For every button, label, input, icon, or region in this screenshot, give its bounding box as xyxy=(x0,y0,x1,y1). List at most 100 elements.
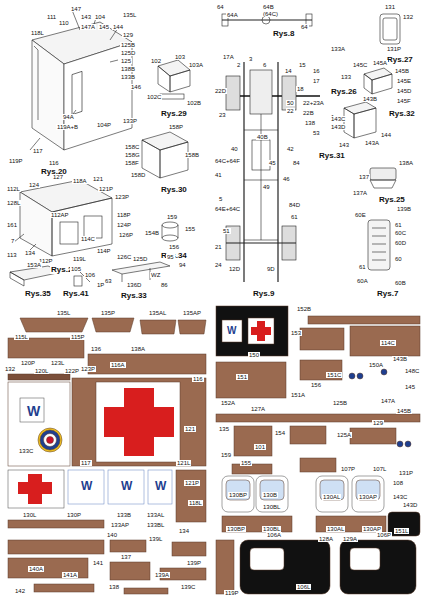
callout-number: 110 xyxy=(58,20,70,26)
figure-label: Rys.25 xyxy=(378,196,406,204)
callout-number: 94A xyxy=(62,114,75,120)
seat-assembly xyxy=(158,60,190,99)
callout-number: 112AP xyxy=(50,212,70,218)
figure-label: Rys.27 xyxy=(386,56,414,64)
callout-number: 143D xyxy=(330,124,346,130)
callout-number: 130AL xyxy=(322,494,341,500)
callout-number: 130BP xyxy=(228,492,248,498)
callout-number: 147A xyxy=(80,24,96,30)
callout-number: 12D xyxy=(228,266,241,272)
cylinder-part xyxy=(162,222,178,241)
lamp-part xyxy=(370,168,396,188)
chassis-frame xyxy=(226,62,320,282)
callout-number: 114C xyxy=(80,236,96,242)
callout-number: 143D xyxy=(402,502,418,508)
callout-number: 148C xyxy=(404,368,420,374)
callout-number: 104P xyxy=(96,122,112,128)
callout-number: 137A xyxy=(352,190,368,196)
callout-number: 103A xyxy=(188,62,204,68)
callout-number: 132 xyxy=(402,14,414,20)
callout-number: 50 xyxy=(286,100,295,106)
figure-label: Rys.33 xyxy=(120,292,148,300)
callout-number: 140A xyxy=(28,566,44,572)
figure-label: Rys.29 xyxy=(160,110,188,118)
callout-number: 130B xyxy=(262,492,278,498)
callout-number: 42 xyxy=(286,146,295,152)
callout-number: 64A xyxy=(226,12,239,18)
callout-number: 151L xyxy=(394,528,409,534)
callout-number: 119A+B xyxy=(56,124,79,130)
callout-number: 159 xyxy=(220,452,232,458)
callout-number: 106P xyxy=(376,532,392,538)
callout-number: 119L xyxy=(72,256,87,262)
callout-number: 145A xyxy=(372,60,388,66)
callout-number: 119P xyxy=(224,590,240,596)
figure-label: Rys.8 xyxy=(272,30,295,38)
callout-number: 144 xyxy=(112,24,124,30)
callout-number: 115L xyxy=(14,334,29,340)
callout-number: 22 xyxy=(286,108,295,114)
callout-number: 135L xyxy=(122,12,137,18)
callout-number: 107L xyxy=(372,466,387,472)
callout-number: 136D xyxy=(126,282,142,288)
callout-number: 138A xyxy=(130,346,146,352)
callout-number: 17A xyxy=(222,54,235,60)
callout-number: 129A xyxy=(342,536,358,542)
callout-number: 133A xyxy=(330,46,346,52)
callout-number: 95 xyxy=(166,254,175,260)
callout-number: 138B xyxy=(120,66,136,72)
callout-number: 143B xyxy=(392,356,408,362)
callout-number: 147A xyxy=(380,398,396,404)
callout-number: 158C xyxy=(124,144,140,150)
callout-number: 145B xyxy=(394,68,410,74)
callout-number: 106L xyxy=(296,584,311,590)
callout-number: 140 xyxy=(106,532,118,538)
callout-number: 121P xyxy=(184,480,200,486)
callout-number: 121P xyxy=(98,186,114,192)
callout-number: 138 xyxy=(304,120,316,126)
callout-number: 60E xyxy=(354,212,367,218)
callout-number: 133B xyxy=(116,512,132,518)
callout-number: 145C xyxy=(352,62,368,68)
callout-number: 112L xyxy=(6,186,21,192)
callout-number: 130BL xyxy=(262,504,281,510)
callout-number: 131P xyxy=(386,46,402,52)
callout-number: 143C xyxy=(330,116,346,122)
callout-number: 106 xyxy=(84,272,96,278)
callout-number: 133 xyxy=(340,74,352,80)
callout-number: 102 xyxy=(150,58,162,64)
callout-number: 118P xyxy=(116,212,132,218)
callout-number: 151A xyxy=(290,392,306,398)
callout-number: 60 xyxy=(394,256,403,262)
callout-number: 151C xyxy=(326,372,342,378)
callout-number: 126P xyxy=(118,232,134,238)
window-mark: W xyxy=(80,480,93,492)
callout-number: 61 xyxy=(290,214,299,220)
callout-number: 94 xyxy=(178,262,187,268)
figure-label: Rys.31 xyxy=(318,152,346,160)
window-mark: W xyxy=(226,326,237,336)
callout-number: 119P xyxy=(8,158,24,164)
callout-number: 125B xyxy=(120,42,136,48)
grille-part xyxy=(368,220,390,270)
figure-label: Rys.9 xyxy=(252,290,275,298)
callout-number: 63 xyxy=(104,278,113,284)
callout-number: 153A xyxy=(26,262,42,268)
callout-number: 139B xyxy=(396,206,412,212)
callout-number: (64C) xyxy=(262,11,279,17)
callout-number: 106A xyxy=(266,532,282,538)
callout-number: 158B xyxy=(184,152,200,158)
callout-number: 145D xyxy=(396,88,412,94)
callout-number: 2 xyxy=(236,62,241,68)
callout-number: 16 xyxy=(312,68,321,74)
box-assembly xyxy=(142,132,188,178)
callout-number: 22B xyxy=(302,110,315,116)
callout-number: 125D xyxy=(120,50,136,56)
callout-number: 131 xyxy=(384,4,396,10)
callout-number: 40 xyxy=(230,146,239,152)
callout-number: WZ xyxy=(150,272,161,278)
callout-number: 143 xyxy=(80,14,92,20)
callout-number: 121 xyxy=(92,176,104,182)
callout-number: 155 xyxy=(184,226,196,232)
callout-number: 60D xyxy=(394,240,407,246)
